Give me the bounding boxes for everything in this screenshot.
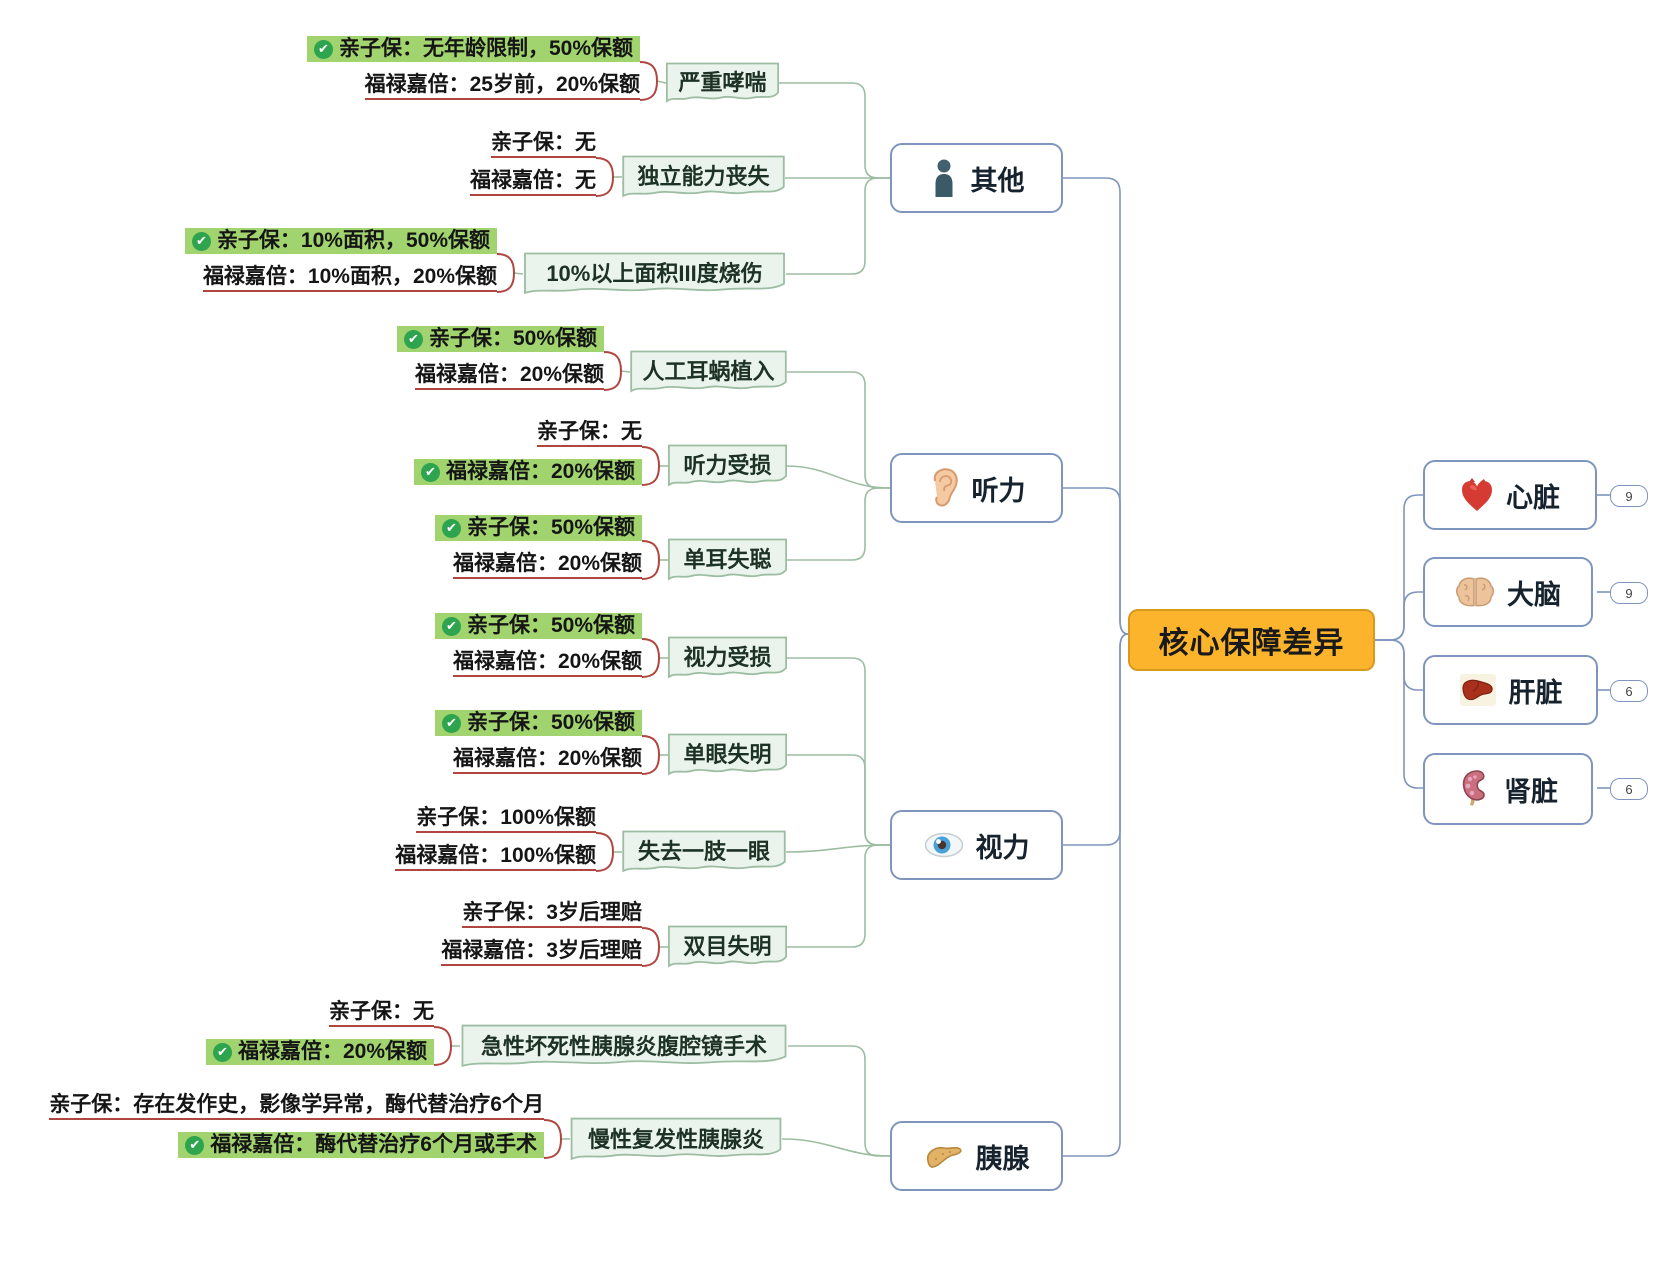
branch-node-other[interactable]: 其他 — [890, 143, 1063, 213]
branch-label: 听力 — [971, 475, 1026, 506]
detail-node[interactable]: 福禄嘉倍：20%保额 — [452, 649, 642, 677]
detail-node[interactable]: ✔福禄嘉倍：20%保额 — [205, 1037, 434, 1065]
topic-node-cochlear-implant[interactable]: 人工耳蜗植入 — [630, 350, 787, 395]
topic-node-hearing-impairment[interactable]: 听力受损 — [668, 444, 787, 489]
leaf-connectors — [451, 80, 891, 1157]
detail-node[interactable]: ✔亲子保：10%面积，50%保额 — [184, 226, 497, 254]
central-topic-label: 核心保障差异 — [1158, 627, 1345, 660]
liver-icon — [1459, 673, 1497, 707]
detail-brackets — [433, 61, 661, 1159]
branch-node-heart[interactable]: 心脏 — [1423, 460, 1597, 530]
detail-node[interactable]: 福禄嘉倍：25岁前，20%保额 — [364, 72, 640, 100]
detail-node[interactable]: 福禄嘉倍：100%保额 — [395, 843, 596, 871]
topic-node-vision-impairment[interactable]: 视力受损 — [668, 636, 787, 681]
check-icon: ✔ — [212, 1042, 232, 1062]
ear-icon — [928, 467, 960, 509]
central-topic[interactable]: 核心保障差异 — [1128, 609, 1375, 671]
branch-label: 心脏 — [1506, 482, 1560, 513]
collapsed-count-badge[interactable]: 6 — [1610, 680, 1648, 702]
detail-node[interactable]: 亲子保：存在发作史，影像学异常，酶代替治疗6个月 — [49, 1092, 544, 1120]
branch-node-kidney[interactable]: 肾脏 — [1423, 753, 1593, 825]
topic-node-independence-loss[interactable]: 独立能力丧失 — [622, 155, 785, 200]
check-icon: ✔ — [441, 713, 461, 733]
detail-node[interactable]: 福禄嘉倍：10%面积，20%保额 — [202, 264, 497, 292]
topic-node-loss-limb-eye[interactable]: 失去一肢一眼 — [622, 830, 786, 875]
pancreas-icon — [924, 1141, 964, 1171]
check-icon: ✔ — [185, 1135, 205, 1155]
branch-node-hearing[interactable]: 听力 — [890, 453, 1063, 523]
topic-node-single-ear-deafness[interactable]: 单耳失聪 — [668, 538, 787, 583]
branch-node-brain[interactable]: 大脑 — [1423, 557, 1593, 627]
detail-node[interactable]: 福禄嘉倍：无 — [470, 168, 596, 196]
detail-node[interactable]: 福禄嘉倍：3岁后理赔 — [441, 938, 642, 966]
branch-node-liver[interactable]: 肝脏 — [1423, 655, 1598, 725]
detail-node[interactable]: 福禄嘉倍：20%保额 — [414, 362, 604, 390]
detail-node[interactable]: 亲子保：无 — [329, 999, 434, 1027]
branch-label: 胰腺 — [975, 1143, 1030, 1174]
collapsed-count-badge[interactable]: 9 — [1610, 485, 1648, 507]
topic-node-severe-asthma[interactable]: 严重哮喘 — [666, 62, 779, 105]
detail-node[interactable]: 亲子保：3岁后理赔 — [462, 900, 642, 928]
topic-node-burns[interactable]: 10%以上面积III度烧伤 — [523, 252, 786, 297]
check-icon: ✔ — [313, 39, 333, 59]
detail-node[interactable]: ✔福禄嘉倍：酶代替治疗6个月或手术 — [178, 1130, 544, 1158]
detail-node[interactable]: ✔亲子保：无年龄限制，50%保额 — [306, 34, 640, 62]
kidney-icon — [1458, 769, 1492, 809]
branch-label: 视力 — [975, 832, 1030, 863]
check-icon: ✔ — [441, 518, 461, 538]
collapsed-count-badge[interactable]: 9 — [1610, 582, 1648, 604]
topic-node-both-eyes-blindness[interactable]: 双目失明 — [668, 925, 787, 970]
detail-node[interactable]: 亲子保：无 — [491, 130, 596, 158]
detail-node[interactable]: 亲子保：无 — [537, 419, 642, 447]
brain-icon — [1455, 576, 1495, 608]
detail-node[interactable]: 福禄嘉倍：20%保额 — [452, 551, 642, 579]
topic-node-single-eye-blindness[interactable]: 单眼失明 — [668, 733, 787, 778]
eye-icon — [924, 831, 964, 859]
heart-icon — [1460, 477, 1494, 513]
detail-node[interactable]: ✔福禄嘉倍：20%保额 — [413, 457, 642, 485]
check-icon: ✔ — [420, 462, 440, 482]
branch-label: 肾脏 — [1504, 776, 1558, 807]
branch-label: 肝脏 — [1508, 677, 1563, 708]
branch-node-pancreas[interactable]: 胰腺 — [890, 1121, 1063, 1191]
check-icon: ✔ — [191, 231, 211, 251]
branch-node-vision[interactable]: 视力 — [890, 810, 1063, 880]
branch-label: 其他 — [970, 165, 1025, 196]
detail-node[interactable]: ✔亲子保：50%保额 — [434, 708, 642, 736]
topic-node-chronic-pancreatitis[interactable]: 慢性复发性胰腺炎 — [570, 1117, 782, 1163]
topic-node-acute-pancreatitis-surgery[interactable]: 急性坏死性胰腺炎腹腔镜手术 — [460, 1024, 788, 1070]
collapsed-count-badge[interactable]: 6 — [1610, 778, 1648, 800]
person-icon — [929, 158, 959, 198]
detail-node[interactable]: ✔亲子保：50%保额 — [434, 513, 642, 541]
detail-node[interactable]: ✔亲子保：50%保额 — [434, 611, 642, 639]
branch-label: 大脑 — [1507, 579, 1561, 610]
check-icon: ✔ — [441, 616, 461, 636]
branch-connectors — [1063, 177, 1610, 1157]
detail-node[interactable]: 亲子保：100%保额 — [416, 805, 596, 833]
detail-node[interactable]: ✔亲子保：50%保额 — [396, 324, 604, 352]
check-icon: ✔ — [403, 329, 423, 349]
detail-node[interactable]: 福禄嘉倍：20%保额 — [452, 746, 642, 774]
